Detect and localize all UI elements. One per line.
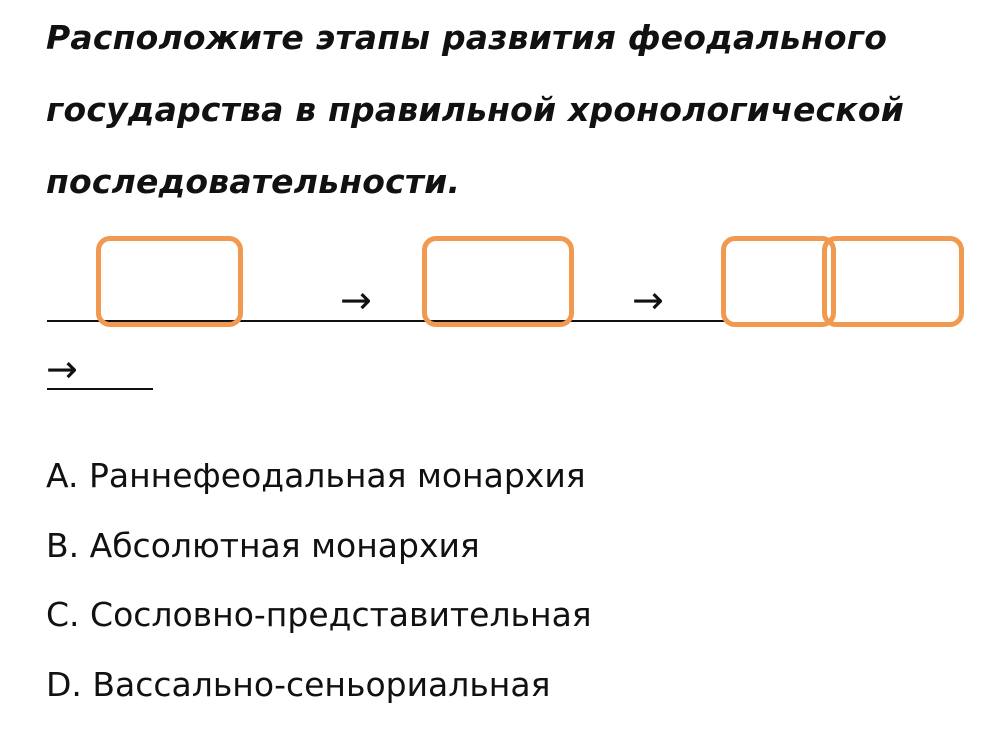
answer-slot-1[interactable] [96, 236, 243, 327]
blank-line-1 [47, 320, 382, 322]
answer-slot-4[interactable] [822, 236, 964, 327]
option-b[interactable]: B. Абсолютная монархия [46, 525, 480, 565]
answer-slot-3[interactable] [721, 236, 836, 327]
answer-sequence: → → → [46, 236, 964, 391]
answer-slot-2[interactable] [422, 236, 574, 327]
option-c[interactable]: C. Сословно-представительная [46, 595, 592, 634]
blank-line-2 [378, 320, 668, 322]
option-list: A. Раннефеодальная монархия B. Абсолютна… [46, 441, 592, 719]
question-text: Расположите этапы развития феодального г… [46, 2, 976, 218]
option-a[interactable]: A. Раннефеодальная монархия [46, 456, 586, 495]
option-d[interactable]: D. Вассально-сеньориальная [46, 664, 551, 704]
arrow-icon: → [46, 347, 78, 391]
question-line-2: государства в правильной хронологической [46, 90, 905, 129]
question-line-1: Расположите этапы развития феодального [46, 18, 888, 57]
question-line-3: последовательности. [46, 162, 461, 201]
arrow-icon: → [340, 278, 372, 322]
blank-line-3 [668, 320, 726, 322]
blank-line-4 [47, 388, 153, 390]
arrow-icon: → [632, 278, 664, 322]
